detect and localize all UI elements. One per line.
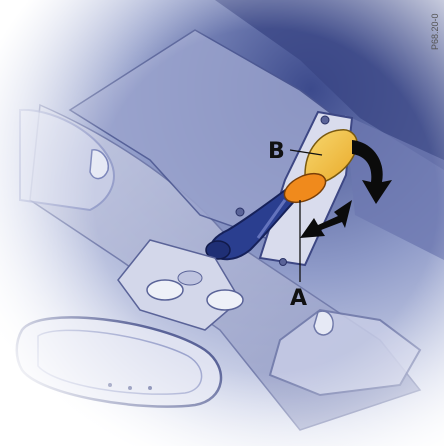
callout-label-b: B xyxy=(268,139,285,164)
callout-label-a: A xyxy=(290,286,307,311)
figure-code: P68.20-0 xyxy=(430,13,440,50)
